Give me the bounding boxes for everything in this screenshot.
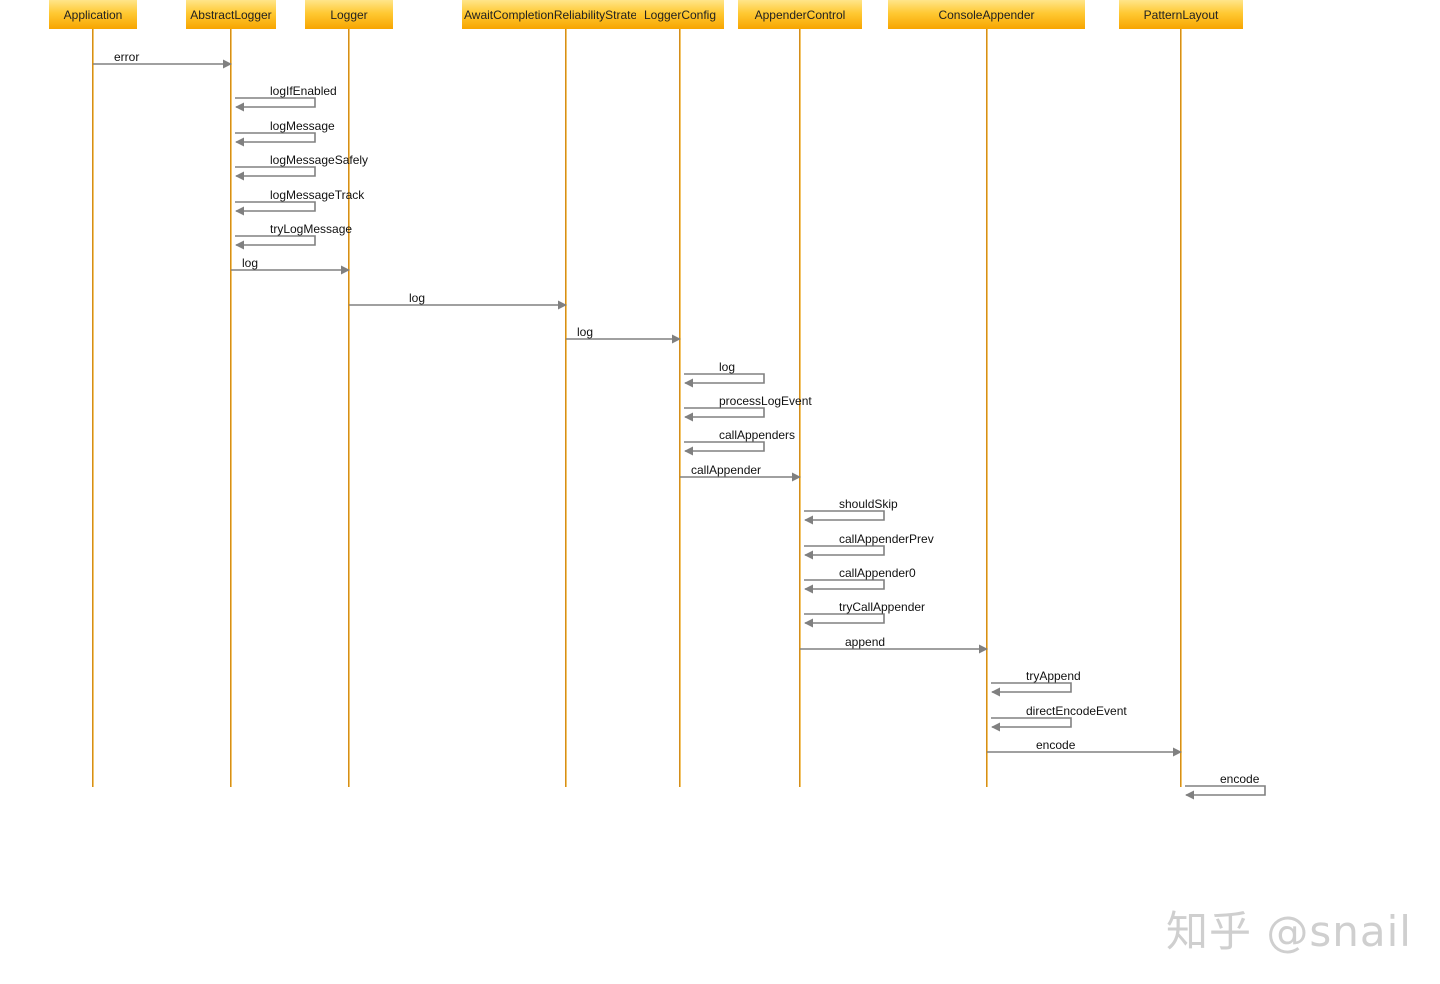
message-label: logMessageSafely [270,153,368,167]
message-label: logIfEnabled [270,84,337,98]
lifeline-line-cfg [679,29,681,787]
message-label: log [719,360,735,374]
self-call-arrow [804,579,885,594]
message-11: callAppenders [684,428,795,456]
message-16: tryCallAppender [804,600,925,628]
message-label: log [577,325,593,339]
message-label: callAppender0 [839,566,916,580]
self-call-arrow [235,97,316,112]
message-label: encode [1036,738,1076,752]
lifeline-header-pat: PatternLayout [1119,0,1243,29]
message-7: log [349,291,567,310]
lifeline-line-lgr [348,29,350,787]
self-call-arrow [1185,785,1266,800]
lifeline-header-cfg: LoggerConfig [636,0,724,29]
message-2: logMessage [235,119,335,147]
message-14: callAppenderPrev [804,532,934,560]
lifeline-line-pat [1180,29,1182,787]
watermark: 知乎 @snail [1166,907,1412,956]
self-call-arrow [684,373,765,388]
message-1: logIfEnabled [235,84,337,112]
lifeline-header-cons: ConsoleAppender [888,0,1085,29]
self-call-arrow [804,613,885,628]
lifeline-header-ctrl: AppenderControl [738,0,862,29]
message-label: callAppender [691,463,761,477]
message-label: tryAppend [1026,669,1081,683]
message-label: callAppenders [719,428,795,442]
message-4: logMessageTrack [235,188,365,216]
message-0: error [93,50,232,69]
message-label: encode [1220,772,1260,786]
message-label: log [242,256,258,270]
message-label: logMessageTrack [270,188,365,202]
lifeline-line-cons [986,29,988,787]
message-label: tryLogMessage [270,222,352,236]
message-label: callAppenderPrev [839,532,934,546]
message-label: processLogEvent [719,394,812,408]
lifeline-header-app: Application [49,0,137,29]
message-21: encode [1185,772,1266,800]
self-call-arrow [991,682,1072,697]
message-label: tryCallAppender [839,600,925,614]
self-call-arrow [235,235,316,250]
message-label: shouldSkip [839,497,898,511]
self-call-arrow [991,717,1072,732]
lifeline-line-abs [230,29,232,787]
self-call-arrow [684,441,765,456]
self-call-arrow [235,166,316,181]
message-label: directEncodeEvent [1026,704,1127,718]
lifeline-line-app [92,29,94,787]
message-6: log [231,256,350,275]
self-call-arrow [235,201,316,216]
message-19: directEncodeEvent [991,704,1127,732]
lifeline-header-lgr: Logger [305,0,393,29]
message-5: tryLogMessage [235,222,352,250]
self-call-arrow [804,510,885,525]
lifeline-line-await [565,29,567,787]
message-3: logMessageSafely [235,153,368,181]
self-call-arrow [804,545,885,560]
message-17: append [800,635,988,654]
lifeline-line-ctrl [799,29,801,787]
message-label: logMessage [270,119,335,133]
message-15: callAppender0 [804,566,916,594]
message-10: processLogEvent [684,394,812,422]
message-8: log [566,325,681,344]
message-12: callAppender [680,463,801,482]
lifeline-header-abs: AbstractLogger [186,0,276,29]
message-label: log [409,291,425,305]
self-call-arrow [235,132,316,147]
message-13: shouldSkip [804,497,898,525]
lifeline-header-await: AwaitCompletionReliabilityStrategy [462,0,636,29]
message-label: append [845,635,885,649]
message-label: error [114,50,139,64]
message-9: log [684,360,765,388]
message-20: encode [987,738,1182,757]
self-call-arrow [684,407,765,422]
message-18: tryAppend [991,669,1081,697]
